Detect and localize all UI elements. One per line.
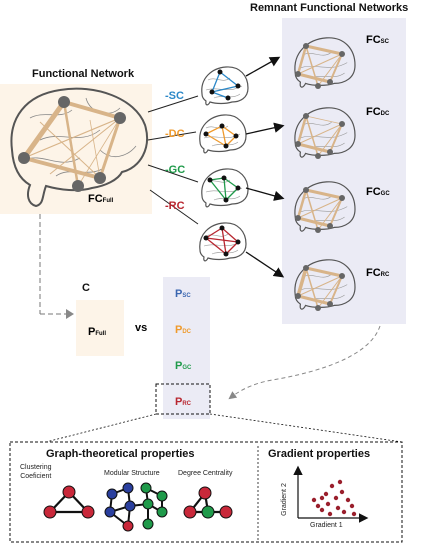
arrow-to-pfull	[66, 309, 74, 319]
mini-brain-3	[201, 168, 249, 208]
scatter-point	[315, 503, 321, 509]
gradient-props-title: Gradient properties	[268, 448, 371, 460]
p-dc-label: PDC	[175, 324, 192, 336]
mini-brain-2	[199, 114, 247, 154]
modular-label: Modular Structure	[104, 470, 160, 477]
scatter-point	[337, 479, 343, 485]
scatter-point	[323, 491, 329, 497]
fc-gc-label: FCGC	[366, 186, 390, 198]
selection-box	[155, 383, 211, 415]
functional-title: Functional Network	[32, 68, 135, 80]
modular-graph	[104, 482, 168, 532]
scatter-point	[329, 483, 335, 489]
remnant-brain-4	[294, 259, 356, 311]
c-label: C	[82, 282, 90, 294]
mini-brain-4	[199, 222, 247, 262]
p-rc-label: PRC	[175, 396, 192, 408]
remnant-brain-1	[294, 37, 356, 89]
remnant-brain-2	[294, 107, 356, 159]
fc-rc-label: FCRC	[366, 267, 390, 279]
remnant-title: Remnant Functional Networks	[250, 2, 409, 14]
degree-label: Degree Centrality	[178, 470, 233, 477]
gradient-y-label: Gradient 2	[280, 483, 288, 516]
scatter-point	[311, 497, 317, 503]
p-full-box	[76, 300, 124, 356]
p-sc-label: PSC	[175, 288, 191, 300]
gradient-x-label: Gradient 1	[310, 522, 343, 529]
remove-dc-label: -DC	[165, 128, 185, 140]
fc-dc-label: FCDC	[366, 106, 390, 118]
fc-sc-label: FCSC	[366, 34, 390, 46]
fc-full-label: FCFull	[88, 193, 114, 205]
scatter-point	[319, 507, 325, 513]
scatter-point	[325, 501, 331, 507]
degree-graph	[183, 486, 233, 519]
scatter-point	[335, 505, 341, 511]
scatter-point	[319, 495, 325, 501]
remove-rc-label: -RC	[165, 200, 185, 212]
clustering-graph	[43, 485, 95, 519]
p-gc-label: PGC	[175, 360, 192, 372]
scatter-point	[327, 511, 333, 517]
vs-label: vs	[135, 322, 148, 334]
p-remnant-box	[163, 277, 210, 419]
p-full-label: PFull	[88, 326, 107, 338]
full-brain	[10, 87, 148, 208]
properties-box	[9, 441, 403, 543]
clustering-label: Clustering Coeficient	[20, 464, 52, 480]
scatter-point	[351, 511, 357, 517]
scatter-point	[349, 503, 355, 509]
graph-props-title: Graph-theoretical properties	[46, 448, 195, 460]
gradient-scatter	[293, 465, 369, 523]
scatter-point	[339, 489, 345, 495]
remove-gc-label: -GC	[165, 164, 186, 176]
remnant-brain-3	[294, 181, 356, 233]
return-arrow	[228, 325, 381, 400]
remove-sc-label: -SC	[165, 90, 184, 102]
remnant-networks-panel	[282, 18, 406, 324]
scatter-point	[341, 509, 347, 515]
scatter-point	[345, 497, 351, 503]
scatter-point	[333, 495, 339, 501]
mini-brain-1	[201, 66, 249, 106]
